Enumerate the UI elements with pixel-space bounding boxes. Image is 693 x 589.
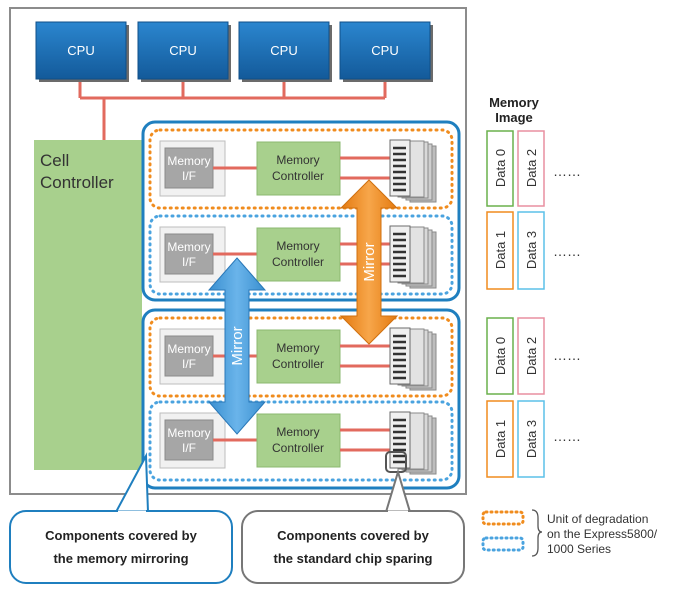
degradation-unit-2 [148,214,454,296]
cpu-row: CPU CPU CPU CPU [35,21,433,82]
memory-block-1: Memory I/F Memory Controller [159,140,392,197]
callout-mirroring: Components covered by the memory mirrori… [9,452,233,584]
memory-block-4: Memory I/F Memory Controller [159,412,392,469]
memory-if-label-line1: Memory [167,426,210,440]
ellipsis: …… [553,347,581,363]
memory-if-label-line1: Memory [167,240,210,254]
data-label: Data 3 [524,231,539,269]
cpu-2-label: CPU [169,43,196,58]
data-label: Data 2 [524,337,539,375]
memory-controller-label-line1: Memory [276,341,319,355]
memory-controller-label-line2: Controller [272,169,324,183]
cpu-3: CPU [238,21,332,82]
data-label: Data 1 [493,420,508,458]
ellipsis: …… [553,428,581,444]
degradation-unit-1 [148,128,454,210]
memory-if-label-line1: Memory [167,342,210,356]
memory-image-row-2: Data 1 Data 3 …… [486,211,581,290]
cpu-1: CPU [35,21,129,82]
memory-if-label-line2: I/F [182,255,196,269]
data-label: Data 2 [524,149,539,187]
mirror-label-orange: Mirror [361,242,378,281]
cell-controller-label-line2: Controller [40,173,114,192]
memory-image-row-4: Data 1 Data 3 …… [486,400,581,478]
degradation-unit-4 [148,400,454,482]
callout-mirroring-line1: Components covered by [45,528,197,543]
memory-if-label-line2: I/F [182,169,196,183]
callout-sparing-line1: Components covered by [277,528,429,543]
data-label: Data 0 [493,337,508,375]
memory-image-row-3: Data 0 Data 2 …… [486,317,581,395]
cpu-2: CPU [137,21,231,82]
memory-block-2: Memory I/F Memory Controller [159,226,392,283]
dimm-stack-1 [389,139,437,203]
memory-image: Memory Image Data 0 Data 2 …… Data 1 Dat… [486,95,581,478]
memory-controller-label-line1: Memory [276,239,319,253]
legend-text-line1: Unit of degradation [547,512,648,526]
memory-if-label-line1: Memory [167,154,210,168]
cpu-4: CPU [339,21,433,82]
memory-image-title-line1: Memory [489,95,540,110]
callout-sparing-line2: the standard chip sparing [274,551,433,566]
memory-controller-label-line1: Memory [276,425,319,439]
callout-mirroring-line2: the memory mirroring [53,551,188,566]
ellipsis: …… [553,163,581,179]
memory-controller-label-line2: Controller [272,255,324,269]
callout-sparing: Components covered by the standard chip … [241,468,465,584]
spare-chip-highlight [385,451,407,473]
mirror-arrow-blue: Mirror [207,257,267,435]
cell-controller-label-line1: Cell [40,151,69,170]
memory-image-row-1: Data 0 Data 2 …… [486,130,581,207]
dimm-stack-4 [389,411,437,475]
degradation-unit-3 [148,316,454,398]
legend-orange-swatch [481,510,525,526]
legend-text-line2: on the Express5800/ [547,527,658,541]
dimm-stack-3 [389,327,437,391]
legend-blue-swatch [481,536,525,552]
cpu-4-label: CPU [371,43,398,58]
cpu-3-label: CPU [270,43,297,58]
cpu-1-label: CPU [67,43,94,58]
ellipsis: …… [553,243,581,259]
memory-controller-label-line2: Controller [272,441,324,455]
mirror-label-blue: Mirror [229,326,246,365]
cell-memory-area [138,140,142,470]
data-label: Data 0 [493,149,508,187]
memory-if-label-line2: I/F [182,441,196,455]
memory-controller-label-line2: Controller [272,357,324,371]
memory-if-label-line2: I/F [182,357,196,371]
memory-controller-label-line1: Memory [276,153,319,167]
memory-image-title-line2: Image [495,110,533,125]
mirror-arrow-orange: Mirror [339,179,399,345]
legend-text-line3: 1000 Series [547,542,611,556]
dimm-stack-2 [389,225,437,289]
legend: Unit of degradation on the Express5800/ … [481,509,658,557]
data-label: Data 3 [524,420,539,458]
cell-controller: Cell Controller [34,140,138,470]
data-label: Data 1 [493,231,508,269]
legend-brace [531,509,543,557]
